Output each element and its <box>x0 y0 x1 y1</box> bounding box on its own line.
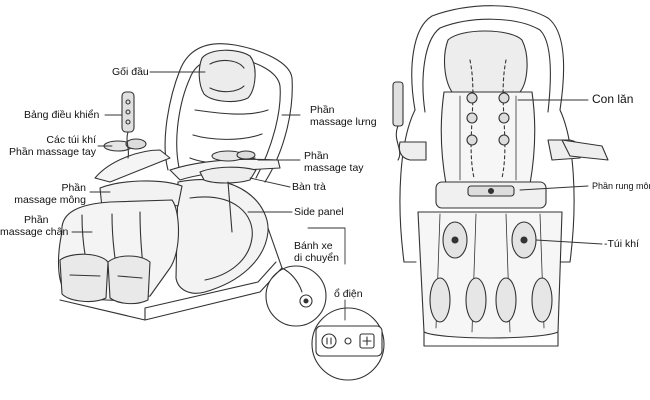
label-airbags: Các túi khí Phần massage tay <box>6 134 96 158</box>
label-tray: Bàn trà <box>292 181 326 193</box>
label-remote: Bảng điều khiển <box>24 109 100 121</box>
label-headrest: Gối đầu <box>112 66 149 78</box>
label-wheel: Bánh xe di chuyển <box>294 240 339 264</box>
label-back-line2: massage lưng <box>310 116 377 128</box>
wheel-inset <box>265 265 327 327</box>
label-arm-line1: Phần <box>304 150 329 162</box>
front-left-armrest <box>398 141 427 161</box>
left-armrest <box>94 149 171 183</box>
headrest-pillow <box>198 49 256 103</box>
back-massage-panel <box>440 91 536 185</box>
front-headrest <box>443 30 528 97</box>
label-airbags-line2: Phần massage tay <box>9 146 96 158</box>
label-airbag: -Túi khí <box>604 238 640 250</box>
label-side-panel: Side panel <box>294 206 344 218</box>
rollers <box>466 92 510 146</box>
front-shell-outer <box>411 5 565 111</box>
airbags <box>429 221 553 323</box>
label-seat-line2: massage mông <box>14 194 86 206</box>
side-view-chair <box>57 43 385 381</box>
label-arm-massage: Phần massage tay <box>304 150 364 174</box>
label-leg-massage: Phần massage chân <box>0 214 68 238</box>
label-seat-line1: Phần <box>61 182 86 194</box>
tea-tray <box>199 166 257 184</box>
label-airbags-line1: Các túi khí <box>46 134 96 146</box>
label-back-line1: Phần <box>310 104 335 116</box>
label-roller: Con lăn <box>592 92 634 106</box>
remote-control <box>121 91 135 133</box>
label-seat-vibration: Phần rung mông <box>592 181 650 191</box>
label-leg-line2: massage chân <box>0 226 69 238</box>
label-socket: ổ điện <box>334 288 363 300</box>
front-view-chair <box>392 5 609 347</box>
label-leg-line1: Phần <box>24 214 49 226</box>
label-arm-line2: massage tay <box>304 162 364 174</box>
label-seat-massage: Phần massage mông <box>0 182 86 206</box>
label-wheel-line1: Bánh xe <box>294 240 333 252</box>
front-tray <box>561 139 609 161</box>
label-wheel-line2: di chuyển <box>294 252 339 264</box>
side-panel-shape <box>175 179 269 294</box>
label-back-massage: Phần massage lưng <box>310 104 377 128</box>
